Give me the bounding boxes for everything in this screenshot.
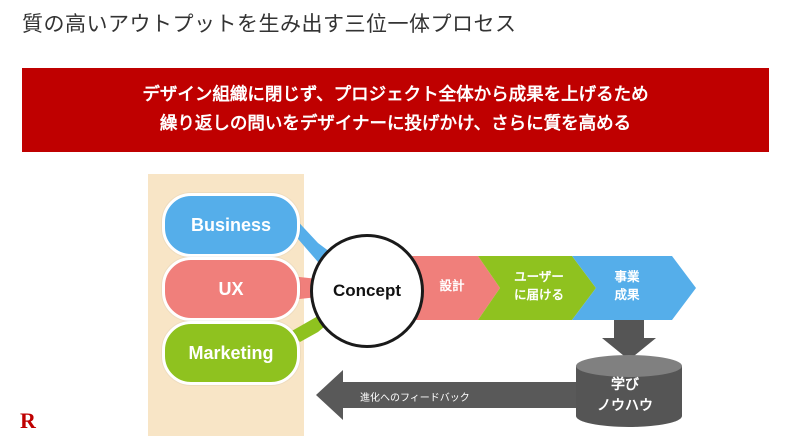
- step-deliver-line-2: に届ける: [513, 287, 564, 302]
- step-result-line-1: 事業: [614, 269, 640, 284]
- step-deliver-label: ユーザー に届ける: [500, 268, 578, 304]
- feedback-label: 進化へのフィードバック: [360, 393, 470, 404]
- knowhow-line-2: ノウハウ: [597, 398, 653, 414]
- step-result-line-2: 成果: [614, 287, 640, 302]
- knowhow-label: 学び ノウハウ: [582, 375, 668, 417]
- step-deliver-line-1: ユーザー: [514, 269, 564, 284]
- step-design-arrow: [412, 256, 500, 320]
- marketing-pill: Marketing: [162, 321, 300, 385]
- step-design-label: 設計: [439, 278, 465, 293]
- knowhow-cylinder: [576, 366, 682, 427]
- step-result-label: 事業 成果: [592, 268, 662, 304]
- ux-pill: UX: [162, 257, 300, 321]
- business-pill: Business: [162, 193, 300, 257]
- banner-line-2: 繰り返しの問いをデザイナーに投げかけ、さらに質を高める: [159, 114, 632, 134]
- feedback-arrow: [316, 370, 576, 420]
- brand-logo: R: [20, 408, 36, 433]
- step-result-arrow: [572, 256, 696, 320]
- step-deliver-arrow: [478, 256, 596, 320]
- knowhow-line-1: 学び: [611, 377, 639, 393]
- down-arrow: [602, 320, 656, 360]
- banner-line-1: デザイン組織に閉じず、プロジェクト全体から成果を上げるため: [142, 85, 649, 105]
- knowhow-cylinder-top: [576, 355, 682, 377]
- concept-circle: Concept: [310, 234, 424, 348]
- message-banner: デザイン組織に閉じず、プロジェクト全体から成果を上げるため 繰り返しの問いをデザ…: [22, 68, 769, 152]
- slide-title: 質の高いアウトプットを生み出す三位一体プロセス: [22, 12, 517, 36]
